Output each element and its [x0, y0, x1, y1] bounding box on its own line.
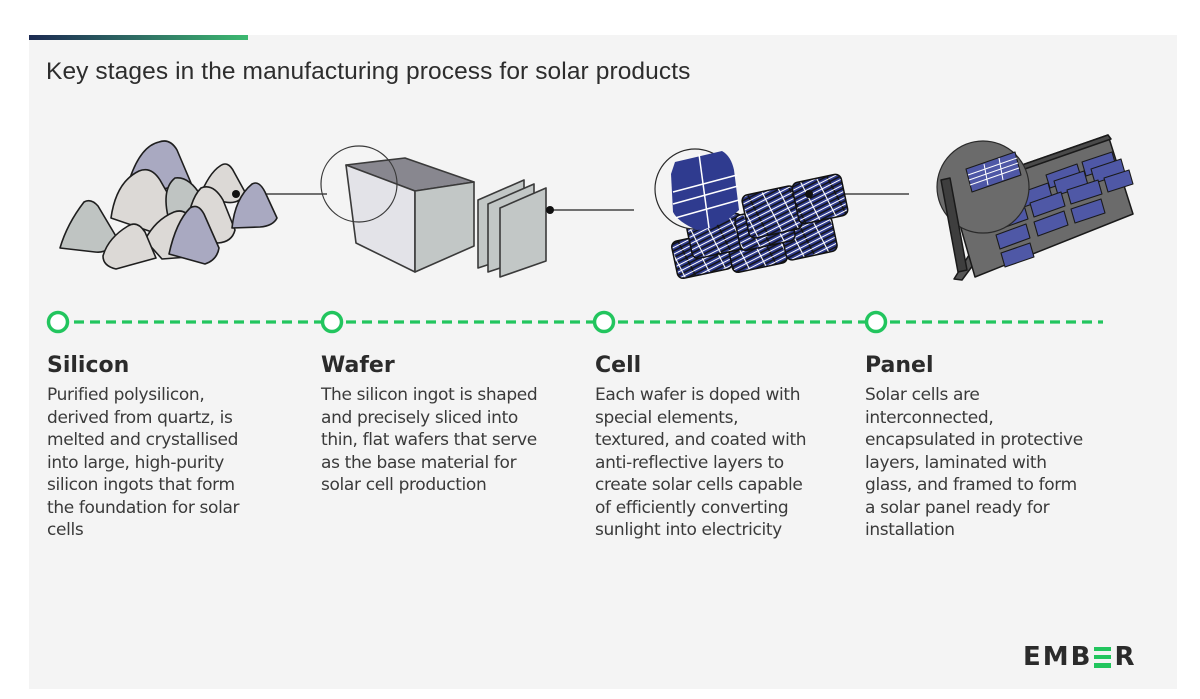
stage-wafer: Wafer The silicon ingot is shaped and pr… — [321, 353, 561, 497]
page-title: Key stages in the manufacturing process … — [46, 58, 691, 85]
stage-title: Silicon — [47, 353, 130, 378]
process-illustrations — [59, 134, 1134, 281]
logo-e-mark-icon — [1094, 646, 1112, 668]
stage-title: Cell — [595, 353, 642, 378]
stage-description: Each wafer is doped with special element… — [595, 385, 807, 540]
logo-text-end: R — [1114, 642, 1137, 672]
timeline-node-cell — [592, 310, 616, 334]
timeline-node-wafer — [320, 310, 344, 334]
connector-dot — [232, 190, 240, 198]
solar-cells-icon — [654, 148, 849, 280]
stage-cell: Cell Each wafer is doped with special el… — [595, 353, 835, 542]
stage-title: Wafer — [321, 353, 395, 378]
magnifier-circle — [320, 145, 398, 223]
ember-logo: EMB R — [1023, 642, 1137, 672]
stage-description: Purified polysilicon, derived from quart… — [47, 385, 240, 540]
stage-description: Solar cells are interconnected, encapsul… — [865, 385, 1083, 540]
panel-frame-edge — [940, 177, 968, 273]
silicon-rocks-icon — [59, 140, 278, 270]
ingot-and-wafers-icon — [320, 145, 554, 278]
stage-description: The silicon ingot is shaped and precisel… — [321, 385, 538, 495]
stage-title: Panel — [865, 353, 934, 378]
cell-tiles — [671, 173, 849, 280]
connector-dot — [805, 190, 813, 198]
process-timeline — [46, 310, 1103, 334]
stage-silicon: Silicon Purified polysilicon, derived fr… — [47, 353, 287, 542]
timeline-node-silicon — [46, 310, 70, 334]
solar-panel-icon — [936, 134, 1134, 281]
logo-text-start: EMB — [1023, 642, 1093, 672]
stage-panel: Panel Solar cells are interconnected, en… — [865, 353, 1105, 542]
connector-dot — [546, 206, 554, 214]
accent-bar — [29, 35, 248, 40]
timeline-node-panel — [864, 310, 888, 334]
cell-busbars — [967, 157, 1020, 186]
